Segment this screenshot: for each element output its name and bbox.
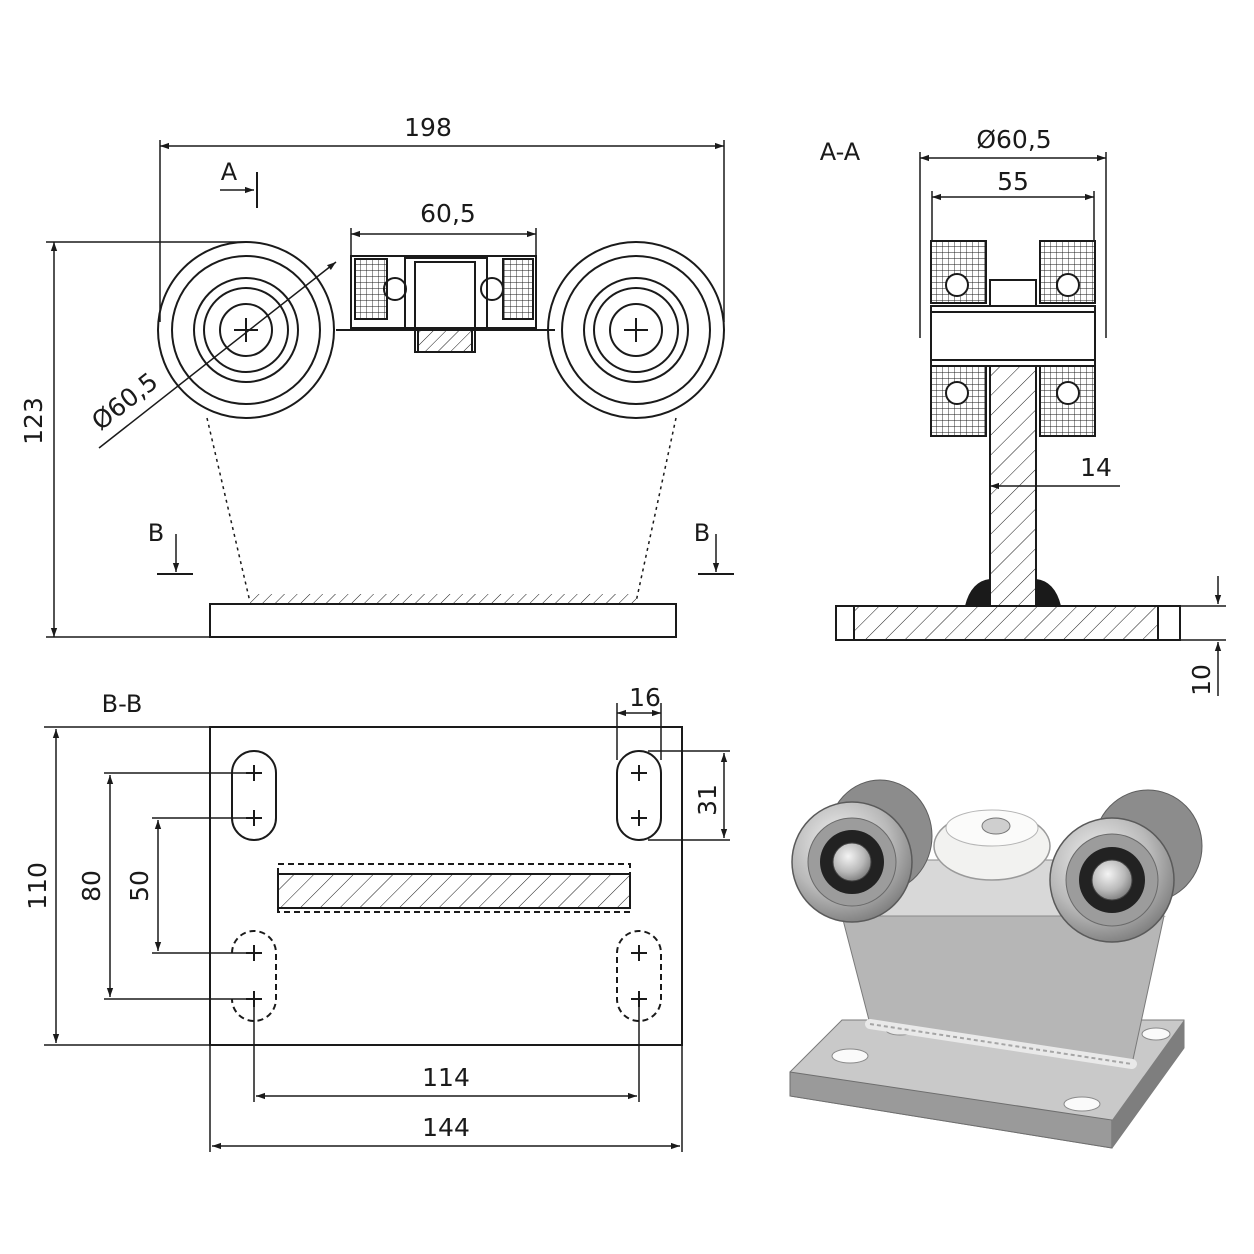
- section-mark-a: A: [221, 158, 238, 186]
- dim-10: 10: [1187, 664, 1216, 696]
- slot-top-left: [231, 750, 277, 841]
- dim-31: 31: [693, 784, 722, 816]
- dim-50: 50: [125, 870, 154, 902]
- front-view: [46, 140, 734, 638]
- dim-16: 16: [629, 683, 661, 712]
- section-b-b-view: [44, 703, 730, 1152]
- section-title-a-a: A-A: [820, 138, 861, 166]
- slot-bottom-right: [616, 930, 662, 1022]
- dim-14: 14: [1080, 453, 1112, 482]
- slot-bottom-left: [231, 930, 277, 1022]
- center-roller-section: [336, 228, 555, 353]
- front-base-plate: [209, 603, 677, 638]
- right-wheel: [547, 241, 725, 419]
- dim-55: 55: [997, 167, 1029, 196]
- section-title-b-b: B-B: [102, 690, 143, 718]
- section-a-a-view: [835, 152, 1226, 696]
- slot-top-right: [616, 750, 662, 841]
- cantilever-gate-roller-carriage-icon: [789, 779, 1203, 1149]
- dim-144: 144: [422, 1113, 470, 1142]
- dim-110: 110: [23, 862, 52, 910]
- dim-114: 114: [422, 1063, 470, 1092]
- section-mark-b-right: B: [694, 519, 710, 547]
- section-mark-b-left: B: [148, 519, 164, 547]
- dim-198: 198: [404, 113, 452, 142]
- dim-60-5: 60,5: [420, 199, 476, 228]
- dim-80: 80: [77, 870, 106, 902]
- dim-line-diameter: [98, 261, 337, 449]
- dim-diameter-front: Ø60,5: [86, 367, 163, 436]
- left-wheel: [98, 241, 337, 449]
- bb-web-section: [277, 873, 631, 909]
- aa-base-plate: [835, 605, 1181, 641]
- dim-123: 123: [19, 397, 48, 445]
- bb-base-plate: [209, 726, 683, 1046]
- dim-diameter-aa: Ø60,5: [976, 125, 1051, 154]
